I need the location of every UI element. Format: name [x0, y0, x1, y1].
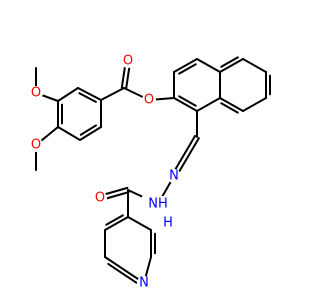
bond [127, 216, 152, 231]
atom-o-amide: O [93, 191, 107, 206]
structure-canvas: O O O O N NH H O [29, 53, 271, 291]
atom-n-imine: N [167, 169, 181, 184]
atom-o-methoxy-3: O [29, 86, 43, 101]
bond [100, 87, 125, 101]
atom-label-layer: O O O O N NH H O [29, 54, 181, 291]
atom-nh-hydrazide: NH [142, 196, 174, 212]
bond [196, 58, 221, 73]
atom-o-carbonyl-ester: O [121, 54, 135, 69]
atom-h-hydrazide: H [163, 216, 173, 231]
atom-o-methoxy-3-label: O [31, 86, 41, 101]
bond [196, 97, 221, 112]
bond [219, 97, 244, 112]
bond [178, 63, 197, 75]
bond [77, 87, 102, 101]
bond [219, 58, 244, 73]
bond [178, 95, 197, 107]
atom-o-ester: O [142, 93, 156, 108]
atom-n-imine-label: N [169, 169, 179, 184]
bond [220, 56, 239, 68]
bond [220, 102, 239, 114]
bond [173, 97, 198, 112]
bond [57, 126, 81, 141]
atom-o-methoxy-4: O [29, 138, 43, 153]
atom-o-ester-label: O [144, 93, 154, 108]
bond [104, 256, 145, 284]
bond [173, 58, 198, 73]
atom-o-methoxy-4-label: O [31, 138, 41, 153]
bond [79, 124, 97, 136]
molecule-structure: O O O O N NH H O [29, 54, 271, 291]
bond-layer [35, 56, 271, 284]
bond [79, 126, 102, 141]
atom-n-pyridine: N [137, 276, 151, 291]
atom-o-amide-label: O [95, 191, 105, 206]
bond [105, 214, 124, 226]
bond [78, 92, 97, 103]
bond [104, 216, 129, 231]
bond [174, 137, 200, 179]
atom-h-hydrazide-label: H [163, 216, 173, 231]
bond [242, 58, 267, 73]
bond [242, 97, 267, 112]
atom-nh-hydrazide-label: NH [148, 197, 168, 212]
atom-o-carbonyl-ester-label: O [123, 54, 133, 69]
bond [171, 134, 197, 176]
bond [107, 262, 138, 284]
atom-n-pyridine-label: N [139, 276, 149, 291]
bond [57, 87, 79, 102]
